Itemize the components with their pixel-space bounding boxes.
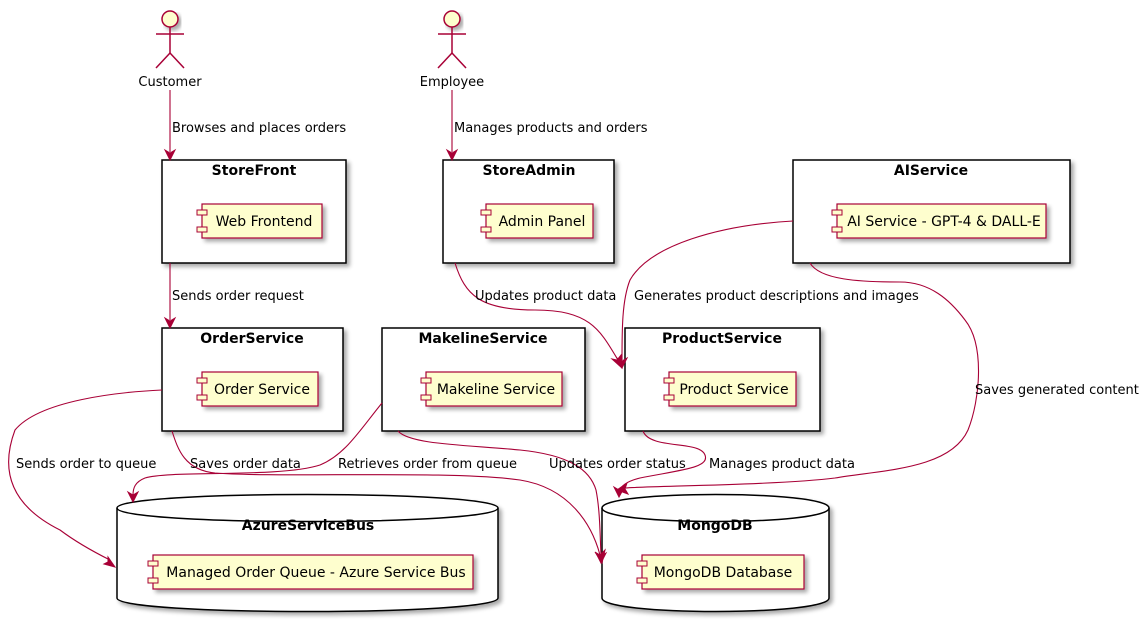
- edge-label: Retrieves order from queue: [338, 457, 517, 472]
- edge-saves-generated: Saves generated content: [615, 262, 1139, 495]
- component-label: Admin Panel: [499, 214, 586, 230]
- actor-customer-label: Customer: [138, 75, 202, 90]
- node-title: MongoDB: [677, 518, 752, 534]
- node-storefront: StoreFront Web Frontend: [161, 159, 347, 264]
- edge-manages-products-orders: Manages products and orders: [445, 90, 648, 162]
- edge-label: Sends order to queue: [16, 457, 156, 472]
- actor-head: [443, 10, 461, 28]
- component-label: Web Frontend: [216, 214, 313, 230]
- component-mongodb-database: MongoDB Database: [636, 554, 805, 590]
- node-title: OrderService: [200, 331, 303, 347]
- node-azureservicebus: AzureServiceBus Managed Order Queue - Az…: [116, 493, 499, 613]
- edge-label: Generates product descriptions and image…: [634, 289, 919, 304]
- node-mongodb: MongoDB MongoDB Database: [601, 493, 830, 613]
- edge-label: Browses and places orders: [172, 121, 346, 136]
- edge-generates-descriptions: Generates product descriptions and image…: [615, 220, 919, 370]
- component-label: AI Service - GPT-4 & DALL-E: [847, 214, 1041, 230]
- component-label: Order Service: [214, 382, 310, 398]
- component-label: MongoDB Database: [654, 565, 793, 581]
- node-title: ProductService: [662, 331, 782, 347]
- edge-label: Updates order status: [549, 457, 686, 472]
- component-product-service: Product Service: [663, 371, 797, 407]
- edge-updates-order-status: Updates order status: [397, 430, 686, 565]
- node-aiservice: AIService AI Service - GPT-4 & DALL-E: [792, 159, 1071, 264]
- component-makeline-service: Makeline Service: [420, 371, 563, 407]
- edge-label: Saves generated content: [975, 383, 1139, 398]
- edge-browses: Browses and places orders: [163, 90, 346, 162]
- node-makelineservice: MakelineService Makeline Service: [381, 327, 586, 432]
- component-ai-service: AI Service - GPT-4 & DALL-E: [831, 203, 1047, 239]
- component-web-frontend: Web Frontend: [196, 203, 323, 239]
- edge-updates-product-data: Updates product data: [454, 262, 623, 370]
- edge-sends-order-request: Sends order request: [163, 263, 304, 330]
- component-label: Product Service: [679, 382, 788, 398]
- edge-label: Saves order data: [190, 457, 301, 472]
- edge-label: Manages products and orders: [454, 121, 648, 136]
- component-order-service: Order Service: [196, 371, 319, 407]
- node-title: AzureServiceBus: [242, 518, 375, 534]
- component-label: Managed Order Queue - Azure Service Bus: [166, 565, 465, 581]
- node-orderservice: OrderService Order Service: [161, 327, 344, 432]
- edge-label: Manages product data: [709, 457, 855, 472]
- node-productservice: ProductService Product Service: [624, 327, 821, 432]
- edge-sends-to-queue: Sends order to queue: [8, 389, 163, 568]
- component-managed-order-queue: Managed Order Queue - Azure Service Bus: [147, 554, 474, 590]
- node-title: StoreFront: [212, 163, 297, 179]
- edge-retrieves-from-queue: Retrieves order from queue: [126, 402, 517, 504]
- component-admin-panel: Admin Panel: [480, 203, 594, 239]
- edge-manages-product-data: Manages product data: [612, 430, 855, 499]
- node-title: MakelineService: [418, 331, 547, 347]
- actor-employee: Employee: [420, 10, 484, 90]
- edge-label: Sends order request: [172, 289, 304, 304]
- actor-customer: Customer: [138, 10, 202, 90]
- actor-head: [161, 10, 179, 28]
- node-title: StoreAdmin: [482, 163, 575, 179]
- node-title: AIService: [894, 163, 968, 179]
- edge-label: Updates product data: [475, 289, 616, 304]
- node-storeadmin: StoreAdmin Admin Panel: [442, 159, 615, 264]
- actor-employee-label: Employee: [420, 75, 484, 90]
- component-label: Makeline Service: [437, 382, 555, 398]
